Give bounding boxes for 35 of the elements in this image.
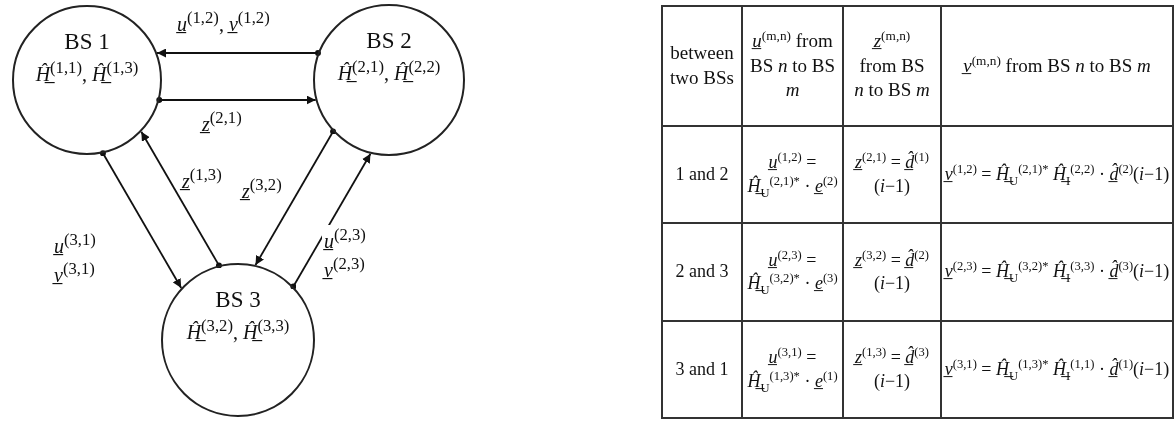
edge-label: z̲$^{(3,2)}$ [240, 175, 284, 204]
node-title: BS 1 [64, 29, 110, 55]
arrow [140, 130, 222, 269]
table-cell: v̲$^{(1,2)}$ = Ĥ̲$_{U}$$^{(2,1)*}$ Ĥ̲$_{I}$$^{(2,2)}$ · d̲̂$^{(2)}$(i−1) [941, 126, 1173, 223]
header-cell: u̲$^{(m,n)}$ from BS n to BS m [742, 6, 843, 126]
table-cell: z̲$^{(2,1)}$ = d̲̂$^{(1)}$(i−1) [843, 126, 941, 223]
node-title: BS 3 [215, 287, 261, 313]
arrow [156, 95, 317, 105]
arrow [290, 152, 372, 290]
table-cell: z̲$^{(3,2)}$ = d̲̂$^{(2)}$(i−1) [843, 223, 941, 321]
header-cell: v̲$^{(m,n)}$ from BS n to BS m [941, 6, 1173, 126]
table-cell: v̲$^{(3,1)}$ = Ĥ̲$_{U}$$^{(1,3)*}$ Ĥ̲$_{I}$$^{(1,1)}$ · d̲̂$^{(1)}$(i−1) [941, 321, 1173, 418]
node-formula: Ĥ̲$^{(2,1)}$, Ĥ̲$^{(2,2)}$ [337, 57, 441, 85]
edge-label: z̲$^{(2,1)}$ [200, 108, 244, 137]
edge-label: u̲$^{(1,2)}$, v̲$^{(1,2)}$ [175, 8, 272, 37]
table-cell: u̲$^{(1,2)}$ = Ĥ̲$_{U}$$^{(2,1)*}$ · e̲$^{(2)}$ [742, 126, 843, 223]
edge-label: z̲$^{(1,3)}$ [180, 165, 224, 194]
table-cell: 3 and 1 [662, 321, 742, 418]
header-cell: between two BSs [662, 6, 742, 126]
arrow [99, 150, 183, 289]
base-station-circle [313, 4, 465, 156]
arrow [254, 128, 337, 266]
table-cell: u̲$^{(2,3)}$ = Ĥ̲$_{U}$$^{(3,2)*}$ · e̲$^{(3)}$ [742, 223, 843, 321]
node-title: BS 2 [366, 28, 412, 54]
table-cell: v̲$^{(2,3)}$ = Ĥ̲$_{U}$$^{(3,2)*}$ Ĥ̲$_{I}$$^{(3,3)}$ · d̲̂$^{(3)}$(i−1) [941, 223, 1173, 321]
arrow [156, 48, 321, 58]
node-formula: Ĥ̲$^{(3,2)}$, Ĥ̲$^{(3,3)}$ [186, 316, 290, 344]
table-cell: z̲$^{(1,3)}$ = d̲̂$^{(3)}$(i−1) [843, 321, 941, 418]
node-formula: Ĥ̲$^{(1,1)}$, Ĥ̲$^{(1,3)}$ [35, 58, 139, 86]
header-cell: z̲$^{(m,n)}$ from BS n to BS m [843, 6, 941, 126]
table-cell: u̲$^{(3,1)}$ = Ĥ̲$_{U}$$^{(1,3)*}$ · e̲$^{(1)}$ [742, 321, 843, 418]
base-station-circle [12, 5, 162, 155]
table-cell: 1 and 2 [662, 126, 742, 223]
base-station-circle [161, 263, 315, 417]
table-cell: 2 and 3 [662, 223, 742, 321]
